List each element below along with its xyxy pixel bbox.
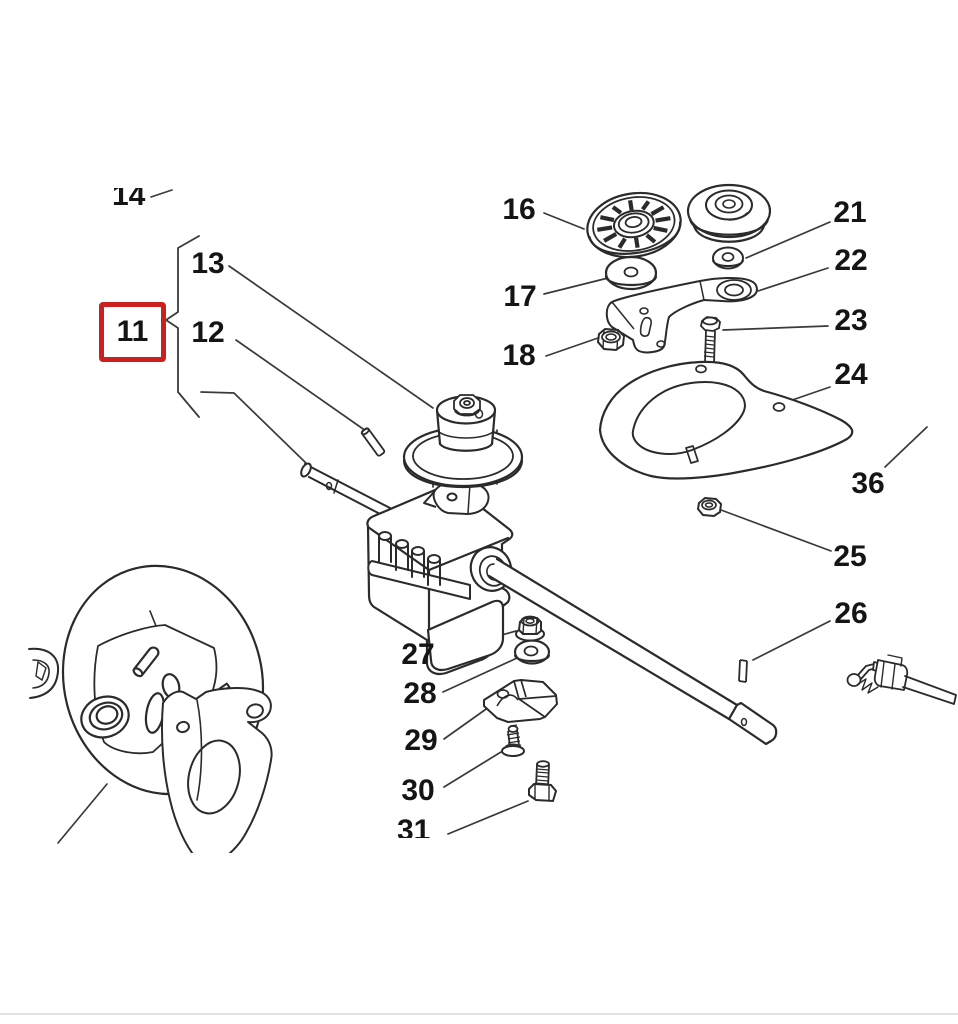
leader-23: [722, 325, 829, 331]
leader-18: [545, 337, 599, 357]
lock-nut-27: [515, 615, 545, 642]
belt-guard-plate-24: [598, 360, 854, 480]
bracket-oblong-hole: [187, 739, 241, 815]
leader-31: [447, 800, 529, 835]
roll-pin-12: [360, 427, 386, 457]
leader-21: [745, 221, 831, 259]
pulley-top-nut: [453, 394, 481, 417]
spacer-17: [604, 255, 658, 291]
axle-shaft: [487, 557, 778, 746]
leader-26: [752, 620, 831, 661]
flange-nut-25: [696, 496, 723, 518]
disc-roll-pin: [132, 646, 160, 678]
u-bolt-posts: [378, 531, 441, 586]
grommet-rings: [80, 695, 130, 739]
callout-bracket-11: [165, 235, 200, 418]
axle-clamp-band: [367, 560, 471, 600]
washer-28: [513, 639, 551, 665]
leader-bottom-left: [57, 783, 108, 844]
bracket-hole-right: [246, 703, 264, 719]
leader-14: [150, 189, 173, 198]
leader-22: [757, 267, 829, 292]
clamp-bracket-29: [483, 679, 558, 723]
idler-arm-bracket-22: [605, 277, 758, 354]
edge-partial-part: [28, 647, 60, 699]
leader-30: [443, 751, 502, 788]
leader-13: [228, 265, 434, 409]
drive-pulley-13: [402, 394, 524, 489]
leader-25: [720, 509, 832, 552]
leader-29: [443, 706, 490, 740]
leader-12: [235, 339, 367, 432]
cable-clip-36: [846, 654, 957, 705]
ribbed-idler-pulley-16: [586, 191, 682, 259]
height-adjuster-bracket: [161, 682, 273, 859]
hex-bolt-23: [700, 316, 721, 365]
gearbox-housing: [366, 484, 778, 746]
bottom-crop-mask: [0, 853, 958, 1011]
leader-36: [884, 426, 928, 468]
leader-28: [442, 657, 518, 693]
input-shaft: [300, 462, 391, 517]
bracket-hole-left: [176, 720, 190, 734]
hex-bolt-31: [528, 760, 558, 803]
belt-keeper-bracket: [423, 480, 490, 515]
bracket-11-pointer: [200, 391, 308, 465]
flange-nut-18: [596, 327, 626, 352]
leader-17: [543, 276, 613, 295]
leader-16: [543, 212, 585, 230]
gearbox-sump: [426, 599, 505, 672]
washer-21: [712, 246, 744, 270]
pulley-ribs: [596, 199, 671, 249]
v-idler-pulley: [686, 183, 772, 243]
clevis-pin-26: [738, 659, 748, 683]
self-tapping-screw-30: [501, 724, 525, 757]
